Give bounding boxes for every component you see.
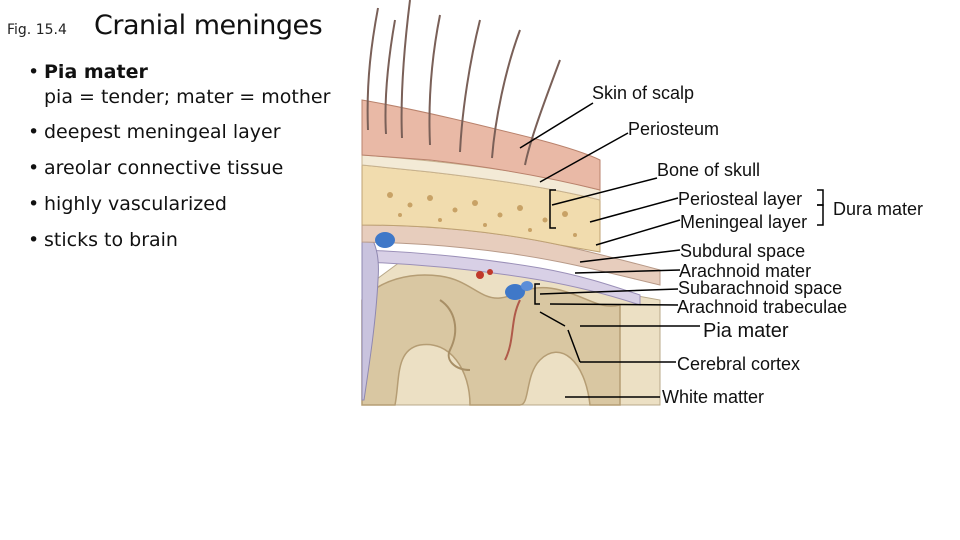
bullet-text: areolar connective tissue (44, 157, 284, 179)
label-meningeal-layer: Meningeal layer (680, 212, 808, 232)
cortex-sulcus (439, 299, 471, 371)
figure-number: Fig. 15.4 (7, 22, 67, 38)
label-periosteum: Periosteum (628, 119, 720, 139)
bullet-list: Pia mater pia = tender; mater = mother d… (28, 60, 348, 264)
bone-pores (387, 192, 577, 237)
label-dura-mater: Dura mater (833, 199, 924, 219)
cerebral-cortex (361, 274, 621, 406)
periosteum-layer (361, 154, 601, 201)
bullet-pia-mater: Pia mater pia = tender; mater = mother (28, 60, 348, 110)
label-arachnoid-mater: Arachnoid mater (679, 261, 812, 281)
bullet-vascularized: highly vascularized (28, 192, 348, 217)
label-skin-of-scalp: Skin of scalp (592, 83, 695, 103)
hair-strands (366, 0, 561, 166)
label-white-matter: White matter (662, 387, 765, 407)
bullet-text: deepest meningeal layer (44, 121, 281, 143)
bullet-deepest-layer: deepest meningeal layer (28, 120, 348, 145)
leader-lines (519, 102, 824, 398)
bullet-text: Pia mater (44, 61, 148, 83)
label-subdural-space: Subdural space (680, 241, 806, 261)
label-bone-of-skull: Bone of skull (657, 160, 761, 180)
blood-vessels (375, 232, 533, 300)
label-pia-mater: Pia mater (703, 320, 789, 342)
bullet-text: highly vascularized (44, 193, 227, 215)
bullet-subtext: pia = tender; mater = mother (44, 86, 331, 108)
bullet-areolar-tissue: areolar connective tissue (28, 156, 348, 181)
bullet-sticks-to-brain: sticks to brain (28, 228, 348, 253)
cortex-sulcus (504, 299, 521, 361)
bullet-text: sticks to brain (44, 229, 178, 251)
label-arachnoid-trabeculae: Arachnoid trabeculae (677, 297, 848, 317)
label-periosteal-layer: Periosteal layer (678, 189, 803, 209)
label-cerebral-cortex: Cerebral cortex (677, 354, 801, 374)
slide-title: Cranial meninges (94, 10, 323, 41)
label-subarachnoid-space: Subarachnoid space (678, 278, 843, 298)
